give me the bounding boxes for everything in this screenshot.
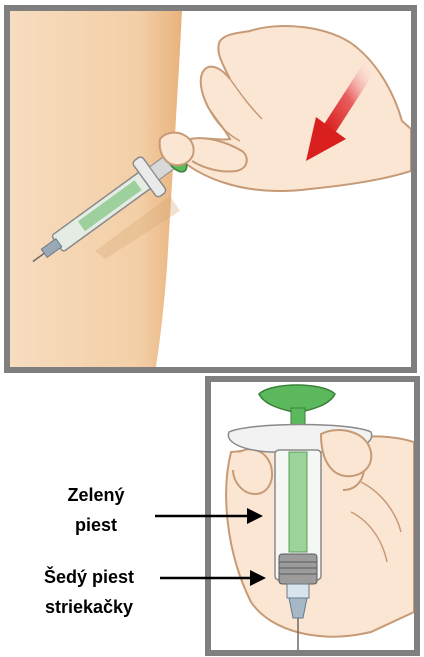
- green-plunger-rod: [289, 452, 307, 552]
- grey-plunger-label-line2: striekačky: [14, 596, 164, 618]
- hand: [178, 26, 411, 191]
- green-plunger-pointer-arrow: [155, 506, 265, 526]
- green-plunger-label: Zelený piest: [30, 484, 162, 536]
- grey-plunger-label-line1: Šedý piest: [14, 566, 164, 588]
- grey-plunger-pointer-arrow: [160, 568, 268, 588]
- injection-illustration: [10, 11, 411, 367]
- grey-plunger-label: Šedý piest striekačky: [14, 566, 164, 618]
- green-plunger-label-line1: Zelený: [30, 484, 162, 506]
- injection-panel: [4, 5, 417, 373]
- green-plunger-label-line2: piest: [30, 514, 162, 536]
- grey-stopper: [279, 554, 317, 584]
